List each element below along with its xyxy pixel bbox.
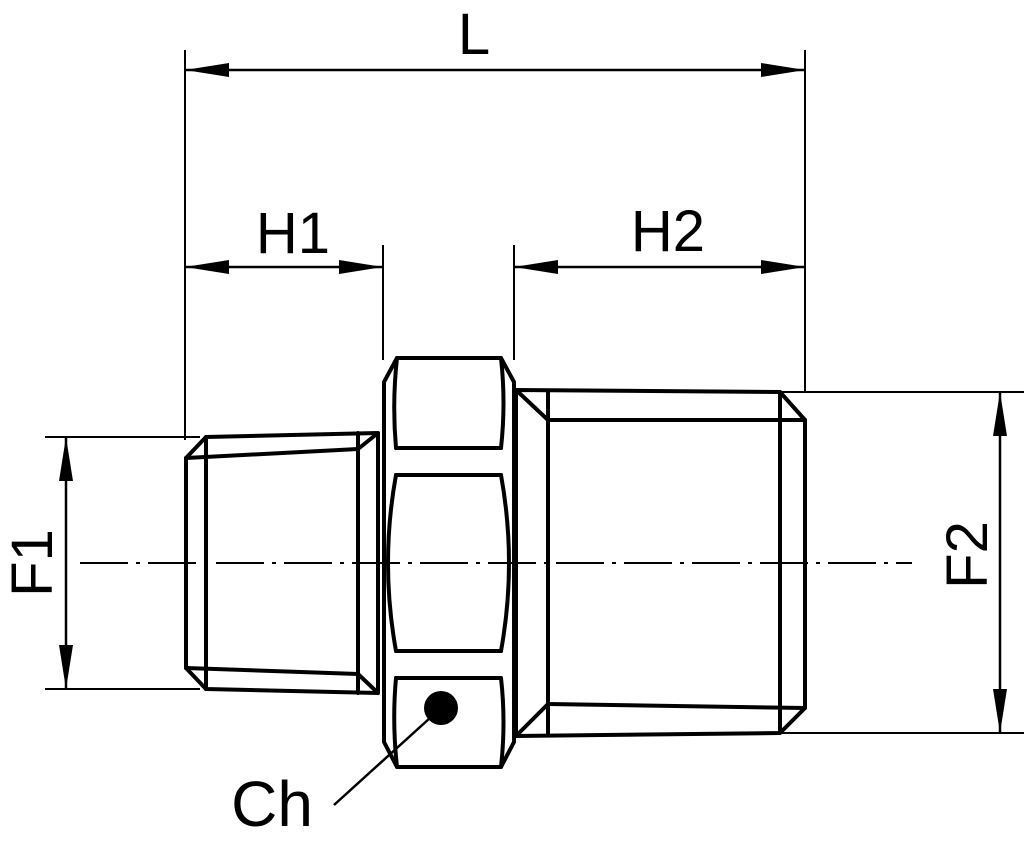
left-thread-body: [184, 431, 380, 695]
label-F2: F2: [935, 521, 1000, 589]
ch-leader: [333, 691, 458, 806]
label-Ch: Ch: [231, 768, 313, 840]
label-H2: H2: [631, 199, 705, 264]
dimension-H1: [185, 260, 383, 274]
dimension-F1: [59, 437, 73, 689]
right-thread-body: [514, 388, 807, 738]
dimension-L: [185, 63, 805, 77]
hex-nut: [382, 356, 516, 769]
label-L: L: [458, 2, 490, 67]
dimension-F2: [993, 392, 1007, 733]
dimension-H2: [514, 260, 805, 274]
label-F1: F1: [0, 529, 65, 597]
label-H1: H1: [256, 201, 330, 266]
extension-lines: [45, 50, 1024, 734]
